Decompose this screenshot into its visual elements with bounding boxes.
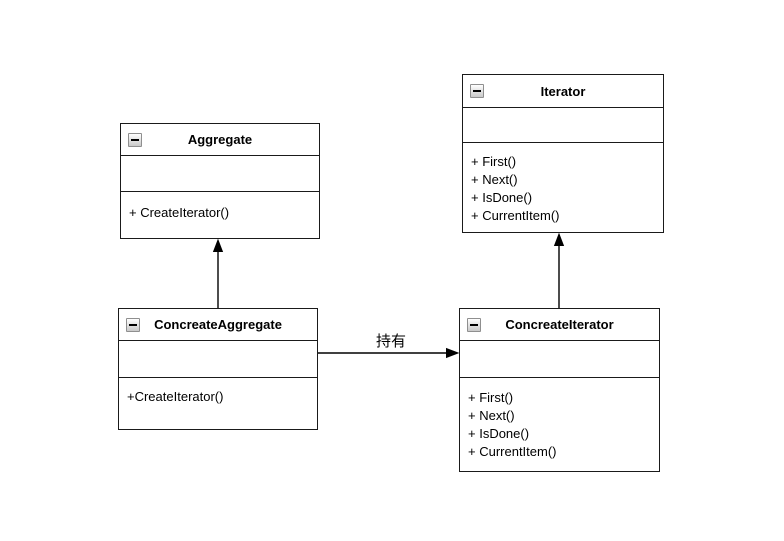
class-methods-section: + First() + Next() + IsDone() + CurrentI…: [463, 143, 663, 225]
edge-arrow-concreateiterator-to-iterator[interactable]: [553, 232, 565, 308]
method-item: + First(): [468, 390, 514, 405]
method-item: + IsDone(): [471, 190, 533, 205]
class-header-concreate-iterator: ConcreateIterator: [460, 309, 659, 341]
class-title: Iterator: [540, 83, 586, 99]
collapse-icon[interactable]: [470, 84, 484, 98]
edge-arrow-concreateaggregate-to-aggregate[interactable]: [212, 238, 224, 308]
collapse-icon[interactable]: [126, 317, 140, 332]
class-attributes-section: [119, 341, 317, 378]
class-title: ConcreateIterator: [505, 317, 614, 332]
class-attributes-section: [460, 341, 659, 378]
method-item: + First(): [471, 154, 517, 169]
class-methods-section: +CreateIterator(): [119, 378, 317, 406]
class-attributes-section: [463, 108, 663, 143]
method-item: +CreateIterator(): [127, 389, 224, 404]
edge-label-holds: 持有: [361, 330, 421, 351]
method-item: + IsDone(): [468, 426, 530, 441]
class-box-aggregate[interactable]: Aggregate + CreateIterator(): [120, 123, 320, 239]
method-item: + CurrentItem(): [471, 208, 560, 223]
collapse-icon[interactable]: [467, 317, 481, 332]
collapse-icon[interactable]: [128, 132, 142, 147]
class-box-concreate-aggregate[interactable]: ConcreateAggregate +CreateIterator(): [118, 308, 318, 430]
class-title: Aggregate: [187, 132, 253, 147]
class-methods-section: + First() + Next() + IsDone() + CurrentI…: [460, 378, 659, 461]
class-attributes-section: [121, 156, 319, 192]
method-item: + CurrentItem(): [468, 444, 557, 459]
class-header-concreate-aggregate: ConcreateAggregate: [119, 309, 317, 341]
class-header-aggregate: Aggregate: [121, 124, 319, 156]
method-item: + Next(): [471, 172, 518, 187]
class-box-concreate-iterator[interactable]: ConcreateIterator + First() + Next() + I…: [459, 308, 660, 472]
class-methods-section: + CreateIterator(): [121, 192, 319, 222]
class-box-iterator[interactable]: Iterator + First() + Next() + IsDone() +…: [462, 74, 664, 233]
class-title: ConcreateAggregate: [154, 317, 282, 332]
class-header-iterator: Iterator: [463, 75, 663, 108]
method-item: + CreateIterator(): [129, 205, 230, 220]
method-item: + Next(): [468, 408, 515, 423]
